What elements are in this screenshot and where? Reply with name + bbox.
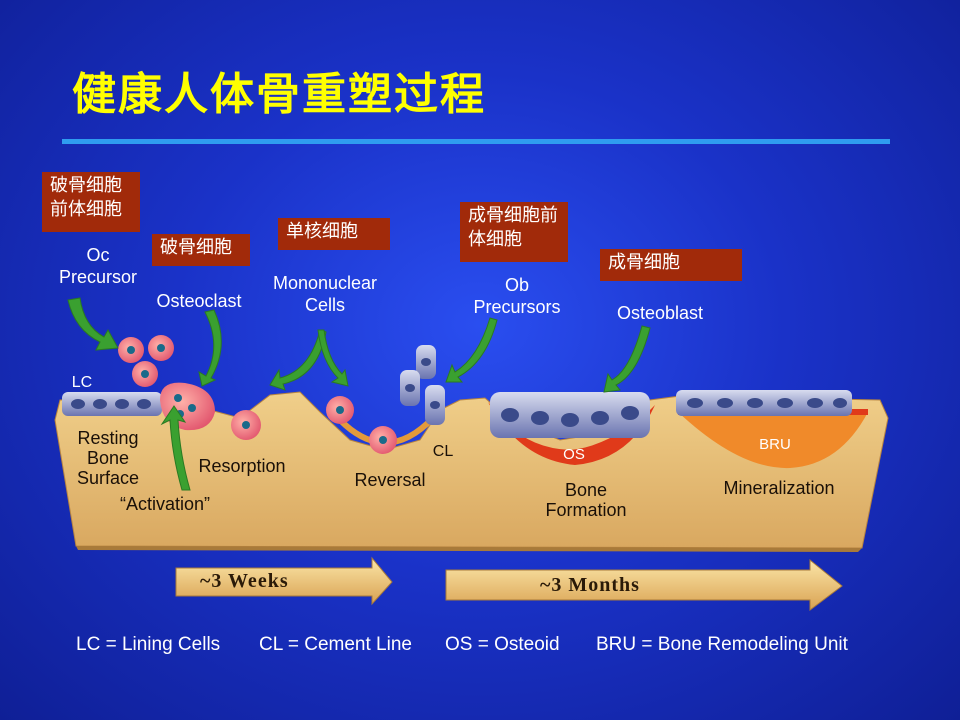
label-bru: BRU	[759, 436, 791, 453]
label-oc-precursor: Oc Precursor	[58, 245, 138, 287]
label-reversal: Reversal	[354, 470, 426, 490]
ob-precursor-cells	[400, 345, 445, 425]
label-osteoclast-cn: 破骨细胞	[152, 234, 250, 266]
label-oc-precursor-cn: 破骨细胞前体细胞	[42, 172, 140, 232]
label-osteoblast-cn: 成骨细胞	[600, 249, 742, 281]
label-resorption: Resorption	[198, 456, 286, 476]
oc-precursor-cells	[118, 335, 174, 387]
label-osteoclast: Osteoclast	[156, 291, 242, 311]
timeline-months: ~3 Months	[540, 574, 640, 596]
label-activation: “Activation”	[119, 494, 211, 514]
page-title: 健康人体骨重塑过程	[72, 69, 486, 120]
label-resting: Resting Bone Surface	[76, 428, 140, 488]
legend-bru: BRU = Bone Remodeling Unit	[596, 634, 848, 655]
label-cl: CL	[432, 443, 454, 460]
label-bone-formation: Bone Formation	[545, 480, 627, 520]
label-lc: LC	[71, 374, 93, 391]
label-mononuclear-cn: 单核细胞	[278, 218, 390, 250]
mononuclear-cells	[326, 396, 397, 454]
label-mononuclear: Mononuclear Cells	[272, 273, 378, 315]
legend-cl: CL = Cement Line	[259, 634, 412, 655]
green-arrows	[67, 297, 651, 491]
label-osteoblast: Osteoblast	[616, 303, 704, 323]
label-ob-precursor: Ob Precursors	[473, 275, 561, 317]
legend-lc: LC = Lining Cells	[76, 634, 221, 655]
label-mineralization: Mineralization	[723, 478, 835, 498]
lining-cells-right	[676, 390, 852, 416]
title-divider	[62, 139, 890, 144]
label-ob-precursor-cn: 成骨细胞前体细胞	[460, 202, 568, 262]
timeline-weeks: ~3 Weeks	[200, 570, 289, 592]
osteoblast-cells	[490, 392, 650, 438]
label-os: OS	[563, 446, 585, 463]
lining-cells-left	[62, 392, 162, 416]
timeline-arrows	[175, 556, 843, 611]
legend-os: OS = Osteoid	[445, 634, 560, 655]
